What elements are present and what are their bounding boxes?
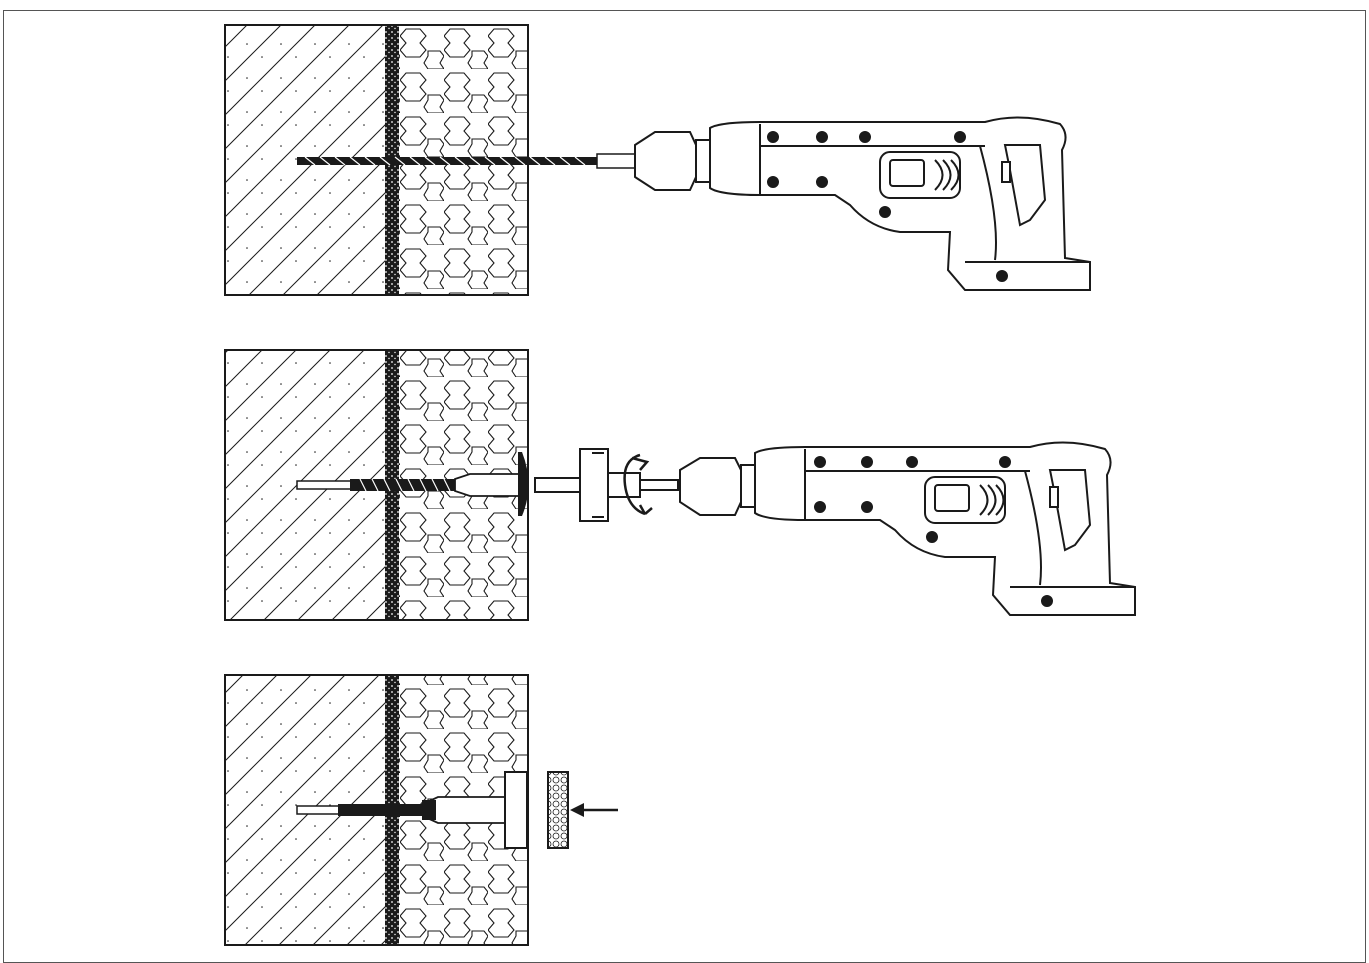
drill-icon [679,441,1136,616]
insulation-plug-icon [547,771,569,849]
rotation-arrow-icon [623,453,653,516]
setting-tool-icon [534,448,679,522]
step-2 [224,349,1136,621]
step-1 [224,24,1091,296]
insert-arrow-icon [570,803,618,817]
drill-icon [634,116,1091,291]
step-3 [224,674,618,946]
drill-bit-icon [297,153,636,169]
anchor-icon [296,771,528,849]
anchor-icon [296,452,529,516]
